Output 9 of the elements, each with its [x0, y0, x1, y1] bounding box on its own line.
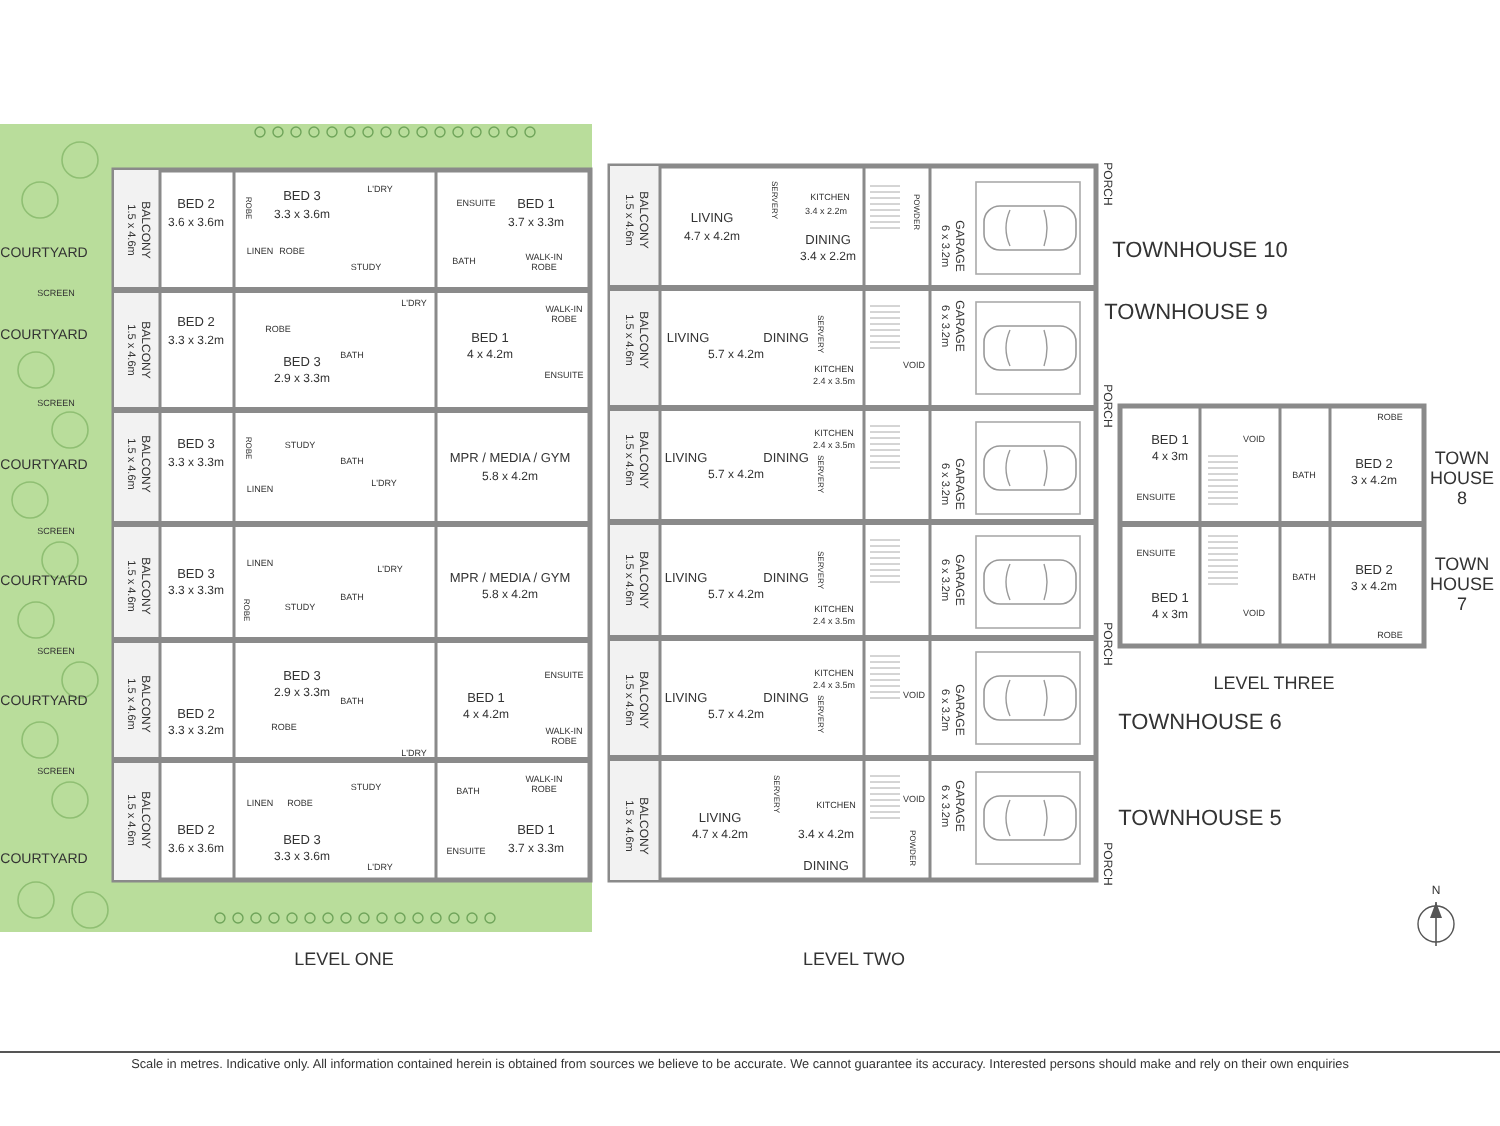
- townhouse-label: TOWNHOUSE 9: [1104, 303, 1268, 325]
- townhouse-label: TOWN HOUSE 7: [1427, 556, 1496, 616]
- townhouse-label: TOWNHOUSE 5: [1118, 809, 1282, 831]
- townhouse-label: TOWN HOUSE 8: [1427, 450, 1496, 510]
- townhouse-label: TOWNHOUSE 10: [1112, 241, 1288, 263]
- level-heading: LEVEL ONE: [294, 951, 394, 969]
- level-heading: LEVEL THREE: [1213, 675, 1335, 693]
- townhouse-label: TOWNHOUSE 6: [1118, 713, 1282, 735]
- level-heading: LEVEL TWO: [802, 951, 906, 969]
